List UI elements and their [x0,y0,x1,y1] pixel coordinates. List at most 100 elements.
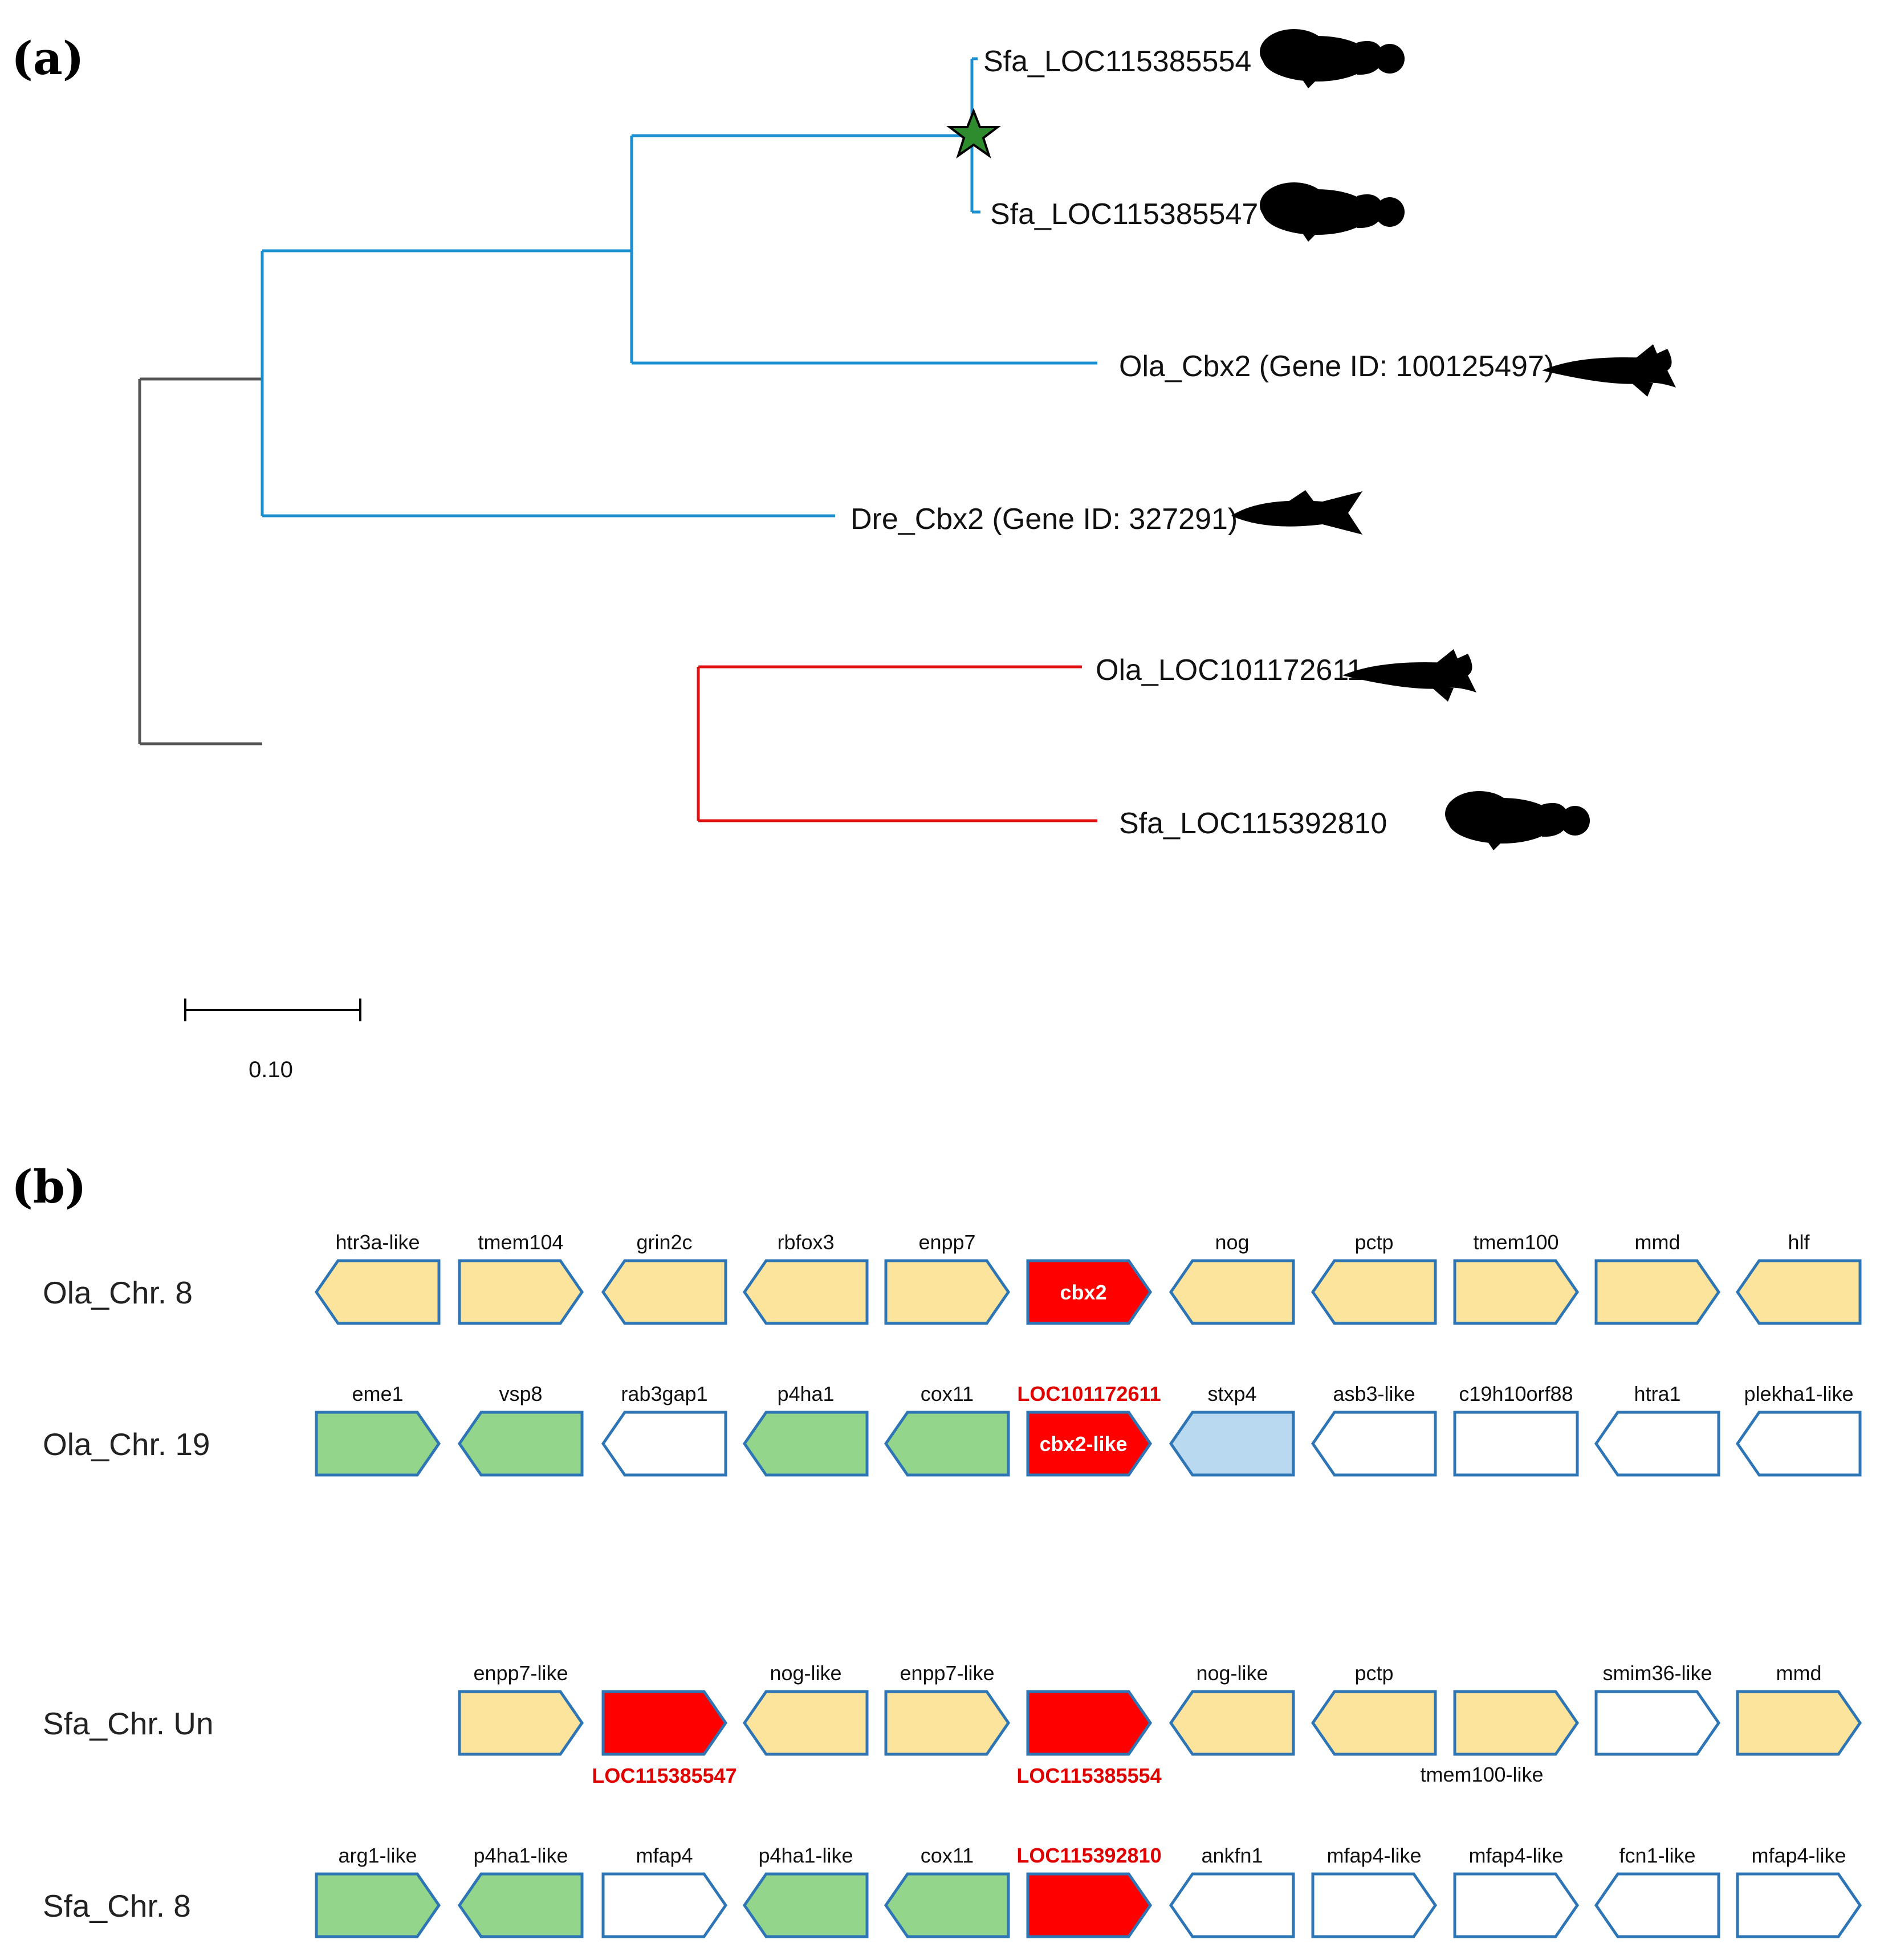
gene-label: p4ha1-like [758,1844,853,1867]
gene-label: LOC101172611 [1017,1382,1161,1405]
gene-arrow [314,1259,441,1325]
gene-label: fcn1-like [1619,1844,1695,1867]
gene-block: pctp [1311,1230,1437,1325]
gene-label: p4ha1-like [473,1844,568,1867]
gene-block: eme1 [315,1382,441,1477]
species-silhouettes [1231,29,1676,850]
gene-arrow [884,1259,1011,1325]
star-icon [946,108,1001,159]
gene-arrow [1169,1411,1295,1477]
gene-arrow [1026,1259,1153,1325]
chromosome-label: Ola_Chr. 8 [43,1275,193,1310]
gene-locus-label: LOC115385547 [592,1764,736,1787]
gene-label: grin2c [636,1230,692,1254]
gene-block: asb3-like [1311,1382,1437,1477]
gene-block: nog-like [1169,1661,1295,1756]
gene-block: htra1 [1594,1382,1720,1477]
gene-inner-label: cbx2 [1060,1281,1106,1304]
gene-arrow [742,1872,869,1938]
gene-block: tmem100-like [1420,1690,1580,1786]
gene-block: tmem104 [458,1230,584,1325]
gene-arrow [1311,1872,1438,1938]
gene-arrow [458,1259,584,1325]
gene-arrow [1026,1690,1153,1756]
gene-arrow [1169,1259,1295,1325]
leaf-label-ola611: Ola_LOC101172611 [1096,654,1363,687]
gene-arrow [742,1411,869,1477]
gene-block: enpp7 [884,1230,1011,1325]
gene-label: tmem100 [1473,1230,1558,1254]
gene-arrow [1311,1411,1437,1477]
gene-label: mfap4-like [1468,1844,1563,1867]
gene-label: vsp8 [499,1382,542,1405]
gene-label: pctp [1354,1230,1393,1254]
gene-block: p4ha1-like [742,1844,869,1938]
gene-arrow [1453,1411,1579,1477]
gene-arrow [1026,1411,1153,1477]
gene-arrow [884,1411,1010,1477]
gene-label: LOC115392810 [1016,1844,1161,1867]
gene-block: LOC115385554 [1016,1690,1162,1787]
gene-block: arg1-like [315,1844,441,1938]
gene-block: nog-like [742,1661,869,1756]
panel-b-label: (b) [11,1160,87,1213]
gene-label: stxp4 [1207,1382,1256,1405]
phylogenetic-tree: Sfa_LOC115385554Sfa_LOC115385547Ola_Cbx2… [138,29,1676,1082]
gene-label: eme1 [352,1382,403,1405]
gene-locus-label: LOC115385554 [1016,1764,1161,1787]
gene-block: c19h10orf88 [1453,1382,1579,1477]
leaf-label-sfa547: Sfa_LOC115385547 [990,198,1258,231]
gene-arrow [1169,1872,1295,1938]
gene-block: p4ha1 [742,1382,869,1477]
gene-arrow [1735,1411,1862,1477]
gene-block: enpp7-like [884,1661,1011,1756]
gene-block: mmd [1594,1230,1721,1325]
leaf-label-sfa810: Sfa_LOC115392810 [1119,807,1387,840]
gene-arrow [742,1690,869,1756]
sfa-fish-icon [1445,791,1590,850]
gene-block: ankfn1 [1169,1844,1295,1938]
gene-arrow [601,1690,728,1756]
gene-arrow [315,1872,441,1938]
gene-arrow [315,1411,441,1477]
gene-arrow [1594,1411,1720,1477]
scale-bar: 0.10 [184,999,361,1082]
gene-arrow [457,1411,584,1477]
gene-arrow [1311,1690,1437,1756]
ola-fish-icon [1542,344,1676,397]
gene-label: nog-like [1196,1661,1268,1685]
gene-block: mfap4-like [1311,1844,1438,1938]
gene-block: hlf [1735,1230,1862,1325]
gene-block: pctp [1311,1661,1437,1756]
gene-label: cox11 [921,1844,974,1867]
tree-leaves: Sfa_LOC115385554Sfa_LOC115385547Ola_Cbx2… [851,45,1554,840]
gene-block: cox11 [884,1844,1010,1938]
ola-fish-icon [1342,649,1476,702]
gene-block: p4ha1-like [457,1844,584,1938]
gene-label: c19h10orf88 [1459,1382,1573,1405]
gene-block: rab3gap1 [601,1382,727,1477]
gene-block: nog [1169,1230,1295,1325]
gene-label: mfap4-like [1751,1844,1846,1867]
gene-arrow [457,1872,584,1938]
tree-branches [138,57,1097,822]
gene-label: mmd [1635,1230,1680,1254]
gene-block: LOC115385547 [592,1690,737,1787]
gene-arrow [1594,1259,1721,1325]
gene-block: smim36-like [1594,1661,1721,1756]
gene-label: ankfn1 [1201,1844,1263,1867]
gene-label: pctp [1354,1661,1393,1685]
gene-arrow [1169,1690,1295,1756]
gene-arrow [1453,1690,1580,1756]
gene-arrow [1736,1872,1862,1938]
gene-block: mfap4 [601,1844,728,1938]
gene-arrow [1453,1259,1580,1325]
sfa-fish-icon [1260,182,1405,242]
gene-label: arg1-like [338,1844,417,1867]
gene-label: plekha1-like [1744,1382,1853,1405]
gene-block: stxp4 [1169,1382,1295,1477]
